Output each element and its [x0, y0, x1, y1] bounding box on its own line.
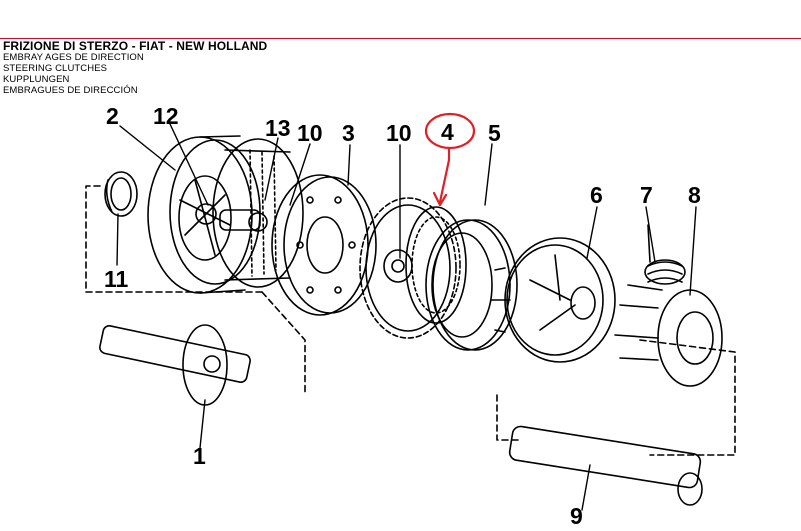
title-translation-de: KUPPLUNGEN: [3, 74, 70, 85]
title-translation-fr: EMBRAY AGES DE DIRECTION: [3, 52, 144, 63]
label-part-2: 2: [106, 103, 119, 129]
label-part-10-right: 10: [386, 120, 412, 146]
label-part-9: 9: [570, 503, 583, 529]
label-part-5: 5: [488, 120, 501, 146]
label-part-13: 13: [265, 115, 291, 141]
bracket-right: [639, 339, 736, 456]
part-11-seal: [104, 171, 138, 217]
part-6-hub: [491, 237, 616, 363]
bracket-left-lower: [261, 291, 306, 396]
label-part-11: 11: [104, 266, 129, 292]
page-title: FRIZIONE DI STERZO - FIAT - NEW HOLLAND: [3, 39, 268, 53]
title-translation-es: EMBRAGUES DE DIRECCIÓN: [3, 85, 138, 96]
part-10-disc: [359, 197, 457, 339]
leader-lines: [116, 123, 697, 511]
highlight-part-4: [424, 112, 476, 207]
label-part-4: 4: [441, 119, 454, 145]
title-block: FRIZIONE DI STERZO - FIAT - NEW HOLLAND …: [3, 39, 268, 96]
part-5-plates: [425, 219, 518, 351]
part-9-shaft: [508, 425, 703, 506]
header-rule: [0, 38, 801, 39]
label-part-3: 3: [342, 120, 355, 146]
label-part-1: 1: [193, 443, 206, 469]
label-part-12: 12: [153, 103, 179, 129]
label-part-6: 6: [590, 182, 603, 208]
part-2-drum: [147, 135, 304, 294]
label-part-10-left: 10: [297, 120, 323, 146]
part-12-stub: [219, 209, 268, 232]
part-7-spring: [644, 224, 686, 285]
title-translation-en: STEERING CLUTCHES: [3, 63, 108, 74]
part-4-friction-disc: [405, 206, 467, 324]
label-part-7: 7: [640, 182, 653, 208]
bracket-right-lower: [496, 394, 521, 441]
part-8-flange: [614, 284, 723, 387]
part-3-plate: [271, 174, 377, 316]
part-1-shaft: [99, 324, 251, 406]
label-part-8: 8: [688, 182, 701, 208]
